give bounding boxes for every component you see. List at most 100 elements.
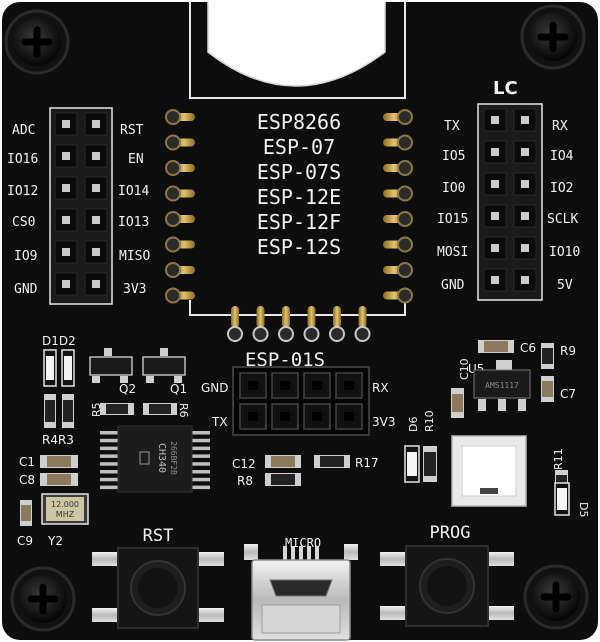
left-header-label: RST <box>120 123 144 138</box>
pogo-pin-head <box>303 326 320 342</box>
label-d5: D5 <box>577 502 590 517</box>
pogo-pin <box>256 306 265 328</box>
left-pin-header <box>49 107 113 305</box>
left-header-label: IO13 <box>118 215 149 230</box>
esp01-hole-inner <box>280 381 290 390</box>
header-pin <box>92 280 100 288</box>
module-model-line: ESP-12F <box>257 210 341 234</box>
usb-serial-chip: CH340 266BF2B <box>100 425 210 493</box>
label-r11: R11 <box>552 448 565 470</box>
left-header-label: IO9 <box>14 249 37 264</box>
transistor-q1 <box>142 348 186 383</box>
header-pin <box>521 212 529 220</box>
pogo-pin-head <box>165 236 181 253</box>
esp01-label-rx: RX <box>372 381 389 395</box>
right-pin-header <box>477 103 543 301</box>
pogo-pin-head <box>397 211 413 227</box>
pogo-pin-head <box>165 211 181 227</box>
chip-pin <box>100 446 120 451</box>
pogo-pin-head <box>165 160 181 176</box>
chip-pin <box>100 462 120 466</box>
screw-top-right <box>520 4 586 70</box>
left-header-label: 3V3 <box>123 282 146 297</box>
screw-top-left <box>4 9 70 75</box>
chip-pin <box>190 485 210 490</box>
header-pin <box>92 216 100 224</box>
led-d6-resistor-r10 <box>404 445 437 483</box>
pogo-pin <box>333 306 341 328</box>
label-r8: R8 <box>237 474 253 488</box>
capacitors-c1-c8 <box>40 455 78 486</box>
pogo-pin <box>307 306 316 328</box>
right-header-label: IO5 <box>442 149 465 164</box>
prog-button[interactable] <box>380 545 514 627</box>
capacitor-c6 <box>478 340 514 353</box>
module-model-list: ESP8266 ESP-07 ESP-07S ESP-12E ESP-12F E… <box>257 110 341 259</box>
header-pin <box>491 212 499 220</box>
pogo-pin-head <box>397 134 413 151</box>
left-header-label: EN <box>128 152 144 167</box>
chip-pin <box>190 470 210 474</box>
chip-pin <box>190 438 210 443</box>
usb-pin <box>315 546 319 562</box>
esp01-label-tx: TX <box>211 415 228 429</box>
label-r17: R17 <box>355 456 379 470</box>
label-r6: R6 <box>177 403 190 418</box>
usb-pin <box>283 546 287 562</box>
module-model-line: ESP-12S <box>257 235 341 259</box>
reset-button[interactable] <box>92 547 224 629</box>
header-pin <box>521 116 529 124</box>
pogo-pin-head <box>165 109 181 125</box>
module-model-line: ESP8266 <box>257 110 341 134</box>
module-pogo-pins-left <box>165 109 195 304</box>
header-pin <box>92 184 100 192</box>
right-header-label: MOSI <box>437 245 468 260</box>
micro-usb-connector[interactable] <box>244 544 358 641</box>
esp01-title: ESP-01S <box>245 349 325 371</box>
resistor-r17 <box>314 455 350 468</box>
module-pogo-pins-bottom <box>227 306 371 342</box>
pogo-pin-head <box>397 109 413 125</box>
chip-pin <box>190 431 210 435</box>
pogo-pin <box>282 306 290 328</box>
esp01-hole-inner <box>280 412 290 421</box>
usb-pin <box>307 546 311 562</box>
label-c6: C6 <box>520 341 536 355</box>
left-header-labels: ADC IO16 IO12 CS0 IO9 GND RST EN IO14 IO… <box>7 123 150 297</box>
right-header-label: IO0 <box>442 181 465 196</box>
esp01-hole-inner <box>344 381 354 390</box>
chip-marking-line: CH340 <box>156 443 167 473</box>
right-header-label: 5V <box>557 278 573 293</box>
right-header-label: IO2 <box>550 181 573 196</box>
label-r5: R5 <box>90 402 103 417</box>
pogo-pin-head <box>354 326 371 342</box>
crystal-marking-bottom: MHZ <box>56 510 75 519</box>
label-r10: R10 <box>423 410 436 432</box>
capacitor-c7 <box>541 376 554 402</box>
chip-pin <box>100 477 120 482</box>
label-c1: C1 <box>19 455 35 469</box>
esp01-hole-inner <box>248 412 258 421</box>
module-model-line: ESP-07S <box>257 160 341 184</box>
right-header-label: SCLK <box>547 212 578 227</box>
right-header-label: GND <box>441 278 465 293</box>
pogo-pin-head <box>278 326 294 342</box>
label-y2: Y2 <box>47 534 63 548</box>
screw-bottom-right <box>523 564 589 630</box>
header-pin <box>62 120 70 128</box>
pogo-pin <box>231 306 239 328</box>
transistor-q2 <box>89 348 133 383</box>
header-pin <box>491 116 499 124</box>
crystal-marking-top: 12.000 <box>51 500 79 509</box>
right-header-labels: TX IO5 IO0 IO15 MOSI GND RX IO4 IO2 SCLK… <box>437 119 580 293</box>
right-header-label: TX <box>444 119 460 134</box>
pogo-pin-head <box>165 287 181 304</box>
chip-pin <box>100 431 120 435</box>
chip-marking-line: 266BF2B <box>169 441 178 475</box>
capacitor-c10 <box>451 388 464 418</box>
label-c10: C10 <box>458 358 471 380</box>
power-slide-switch[interactable] <box>451 435 527 507</box>
header-pin <box>92 248 100 256</box>
